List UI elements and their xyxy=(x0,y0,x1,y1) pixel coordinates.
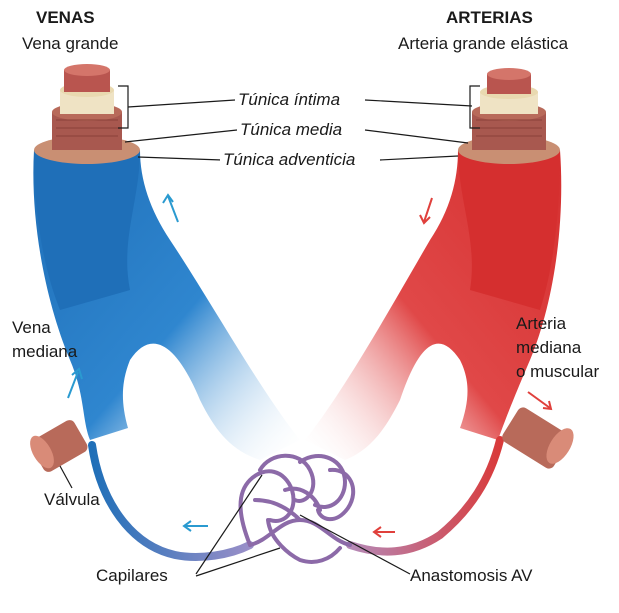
arteries-title: ARTERIAS xyxy=(446,8,533,28)
valve-segment xyxy=(25,418,89,474)
small-vein xyxy=(92,445,250,557)
tunica-adventitia-label: Túnica adventicia xyxy=(220,150,358,170)
median-artery-label-line3: o muscular xyxy=(516,362,599,382)
av-anastomosis-label: Anastomosis AV xyxy=(410,566,533,586)
muscular-artery-segment xyxy=(500,405,579,471)
capillary-bed xyxy=(241,456,354,562)
median-vein-label-line2: mediana xyxy=(12,342,77,362)
capillaries-label: Capilares xyxy=(96,566,168,586)
veins-title: VENAS xyxy=(36,8,95,28)
artery-cross-section xyxy=(458,68,560,164)
tunica-media-label: Túnica media xyxy=(237,120,345,140)
veins-subtitle: Vena grande xyxy=(22,34,118,54)
median-artery-label-line2: mediana xyxy=(516,338,581,358)
vein-cross-section xyxy=(34,64,140,164)
valve-label: Válvula xyxy=(44,490,100,510)
median-vein-label-line1: Vena xyxy=(12,318,51,338)
arteries-subtitle: Arteria grande elástica xyxy=(398,34,568,54)
median-artery-label-line1: Arteria xyxy=(516,314,566,334)
small-artery xyxy=(350,440,500,552)
tunica-intima-label: Túnica íntima xyxy=(235,90,343,110)
